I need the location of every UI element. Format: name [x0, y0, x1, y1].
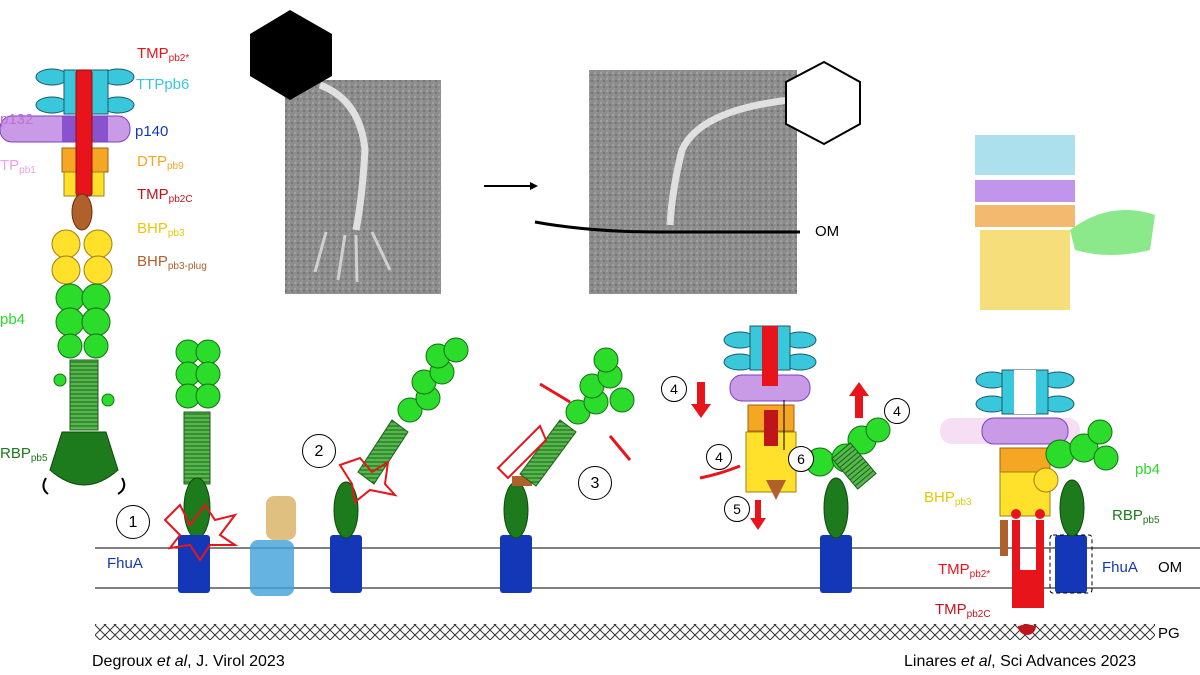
label-tp-pb1: TPpb1 — [0, 157, 36, 177]
citation-left: Degroux et al, J. Virol 2023 — [92, 653, 285, 670]
label-bhp-pb3-right: BHPpb3 — [924, 489, 972, 509]
label-tmp-pb2star: TMPpb2* — [137, 45, 190, 65]
protein-ribbon-structure-icon — [975, 135, 1155, 310]
label-pb4-right: pb4 — [1135, 461, 1161, 478]
red-arrow-icon — [539, 382, 632, 461]
label-p140: p140 — [135, 123, 169, 140]
tail-step3 — [496, 347, 635, 593]
label-rbp-pb5-right: RBPpb5 — [1112, 507, 1160, 527]
step-3-marker: 3 — [578, 466, 612, 500]
label-fhua-left: FhuA — [107, 555, 143, 572]
label-tmp-pb2c: TMPpb2C — [137, 186, 193, 206]
step-4-marker-left: 4 — [661, 376, 687, 402]
label-pb4-left: pb4 — [0, 311, 26, 328]
fhua-ribbon-structure — [250, 496, 296, 596]
capsid-hexagon-filled-icon — [250, 10, 332, 100]
label-om-right: OM — [1158, 559, 1183, 576]
step-2-marker: 2 — [302, 434, 336, 468]
tail-in-micrograph-right — [666, 96, 791, 226]
om-line-micrograph — [534, 220, 800, 234]
label-tmp-pb2c-right: TMPpb2C — [935, 601, 991, 621]
label-bhp-pb3-plug: BHPpb3-plug — [137, 253, 207, 273]
label-ttp-pb6: TTPpb6 — [136, 76, 190, 93]
step-4-marker-right: 4 — [884, 398, 910, 424]
step-6-marker: 6 — [788, 446, 814, 472]
label-fhua-right: FhuA — [1102, 559, 1138, 576]
label-om-micrograph: OM — [815, 223, 840, 240]
label-pg: PG — [1158, 625, 1180, 642]
citation-right: Linares et al, Sci Advances 2023 — [904, 653, 1137, 670]
fibers-micrograph-left — [313, 231, 392, 283]
peptidoglycan-layer — [95, 624, 1155, 640]
step-5-marker: 5 — [724, 496, 750, 522]
label-dtp-pb9: DTPpb9 — [137, 153, 184, 173]
tail-full-left — [0, 68, 135, 495]
tail-final-right — [940, 369, 1119, 635]
step-4-marker-middle: 4 — [706, 444, 732, 470]
tail-step2 — [330, 337, 469, 593]
tail-step4 — [691, 325, 891, 593]
tail-in-micrograph-left — [318, 81, 369, 231]
label-bhp-pb3: BHPpb3 — [137, 220, 185, 240]
red-arrow-icon — [691, 382, 869, 530]
step-1-marker: 1 — [116, 505, 150, 539]
label-p132: p132 — [0, 111, 34, 128]
capsid-hexagon-outline-icon — [785, 60, 861, 146]
label-tmp-pb2star-right: TMPpb2* — [938, 561, 991, 581]
tail-step1 — [163, 339, 239, 593]
label-rbp-pb5-left: RBPpb5 — [0, 445, 48, 465]
